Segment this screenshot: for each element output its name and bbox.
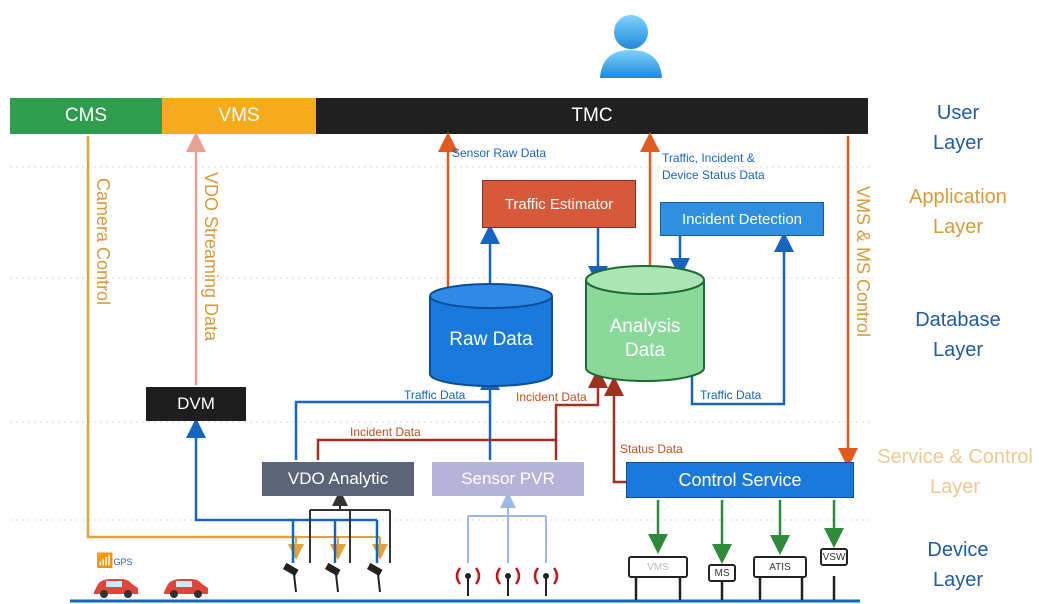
vms-bar: VMS — [162, 98, 316, 134]
car-icon — [94, 579, 138, 598]
incident-data-label-1: Incident Data — [516, 390, 587, 404]
tmc-label: TMC — [571, 105, 613, 126]
incident-detection-box: Incident Detection — [660, 202, 824, 236]
vsw-device: VSW — [820, 548, 848, 566]
cms-label: CMS — [64, 105, 108, 126]
traffic-incident-status-label: Traffic, Incident &Device Status Data — [662, 151, 765, 182]
raw-data-cylinder — [429, 283, 553, 387]
dvm-box: DVM — [146, 387, 246, 421]
sensor-raw-data-label: Sensor Raw Data — [452, 146, 547, 160]
ms-device: MS — [708, 564, 736, 582]
incident-data-label-2: Incident Data — [350, 425, 421, 439]
control-service-box: Control Service — [626, 462, 854, 498]
traffic-estimator-label: Traffic Estimator — [504, 195, 614, 213]
camera-control-label: Camera Control — [93, 178, 113, 306]
traffic-estimator-box: Traffic Estimator — [482, 180, 636, 228]
cms-bar: CMS — [10, 98, 162, 134]
vdo-analytic-box: VDO Analytic — [262, 462, 414, 496]
status-data-label: Status Data — [620, 442, 683, 456]
traffic-data-label-2: Traffic Data — [700, 388, 762, 402]
vdo-streaming-label: VDO Streaming Data — [201, 172, 221, 342]
vms-label: VMS — [218, 105, 260, 126]
device-poles — [634, 576, 836, 600]
camera-icons — [282, 562, 383, 593]
vms-ms-control-label: VMS & MS Control — [853, 186, 873, 338]
atis-device: ATIS — [753, 556, 807, 578]
vms-device: VMS — [628, 556, 688, 578]
sensor-pvr-box: Sensor PVR — [432, 462, 584, 496]
traffic-data-label-1: Traffic Data — [404, 388, 466, 402]
gps-icon: 📶GPS — [96, 552, 133, 568]
sensor-icons — [455, 567, 559, 596]
user-icon — [600, 15, 662, 78]
incident-detection-label: Incident Detection — [681, 210, 803, 228]
tmc-bar: TMC — [316, 98, 868, 134]
car-icon — [164, 579, 208, 598]
raw-data-label: Raw Data — [449, 329, 533, 350]
analysis-data-cylinder — [585, 265, 705, 382]
